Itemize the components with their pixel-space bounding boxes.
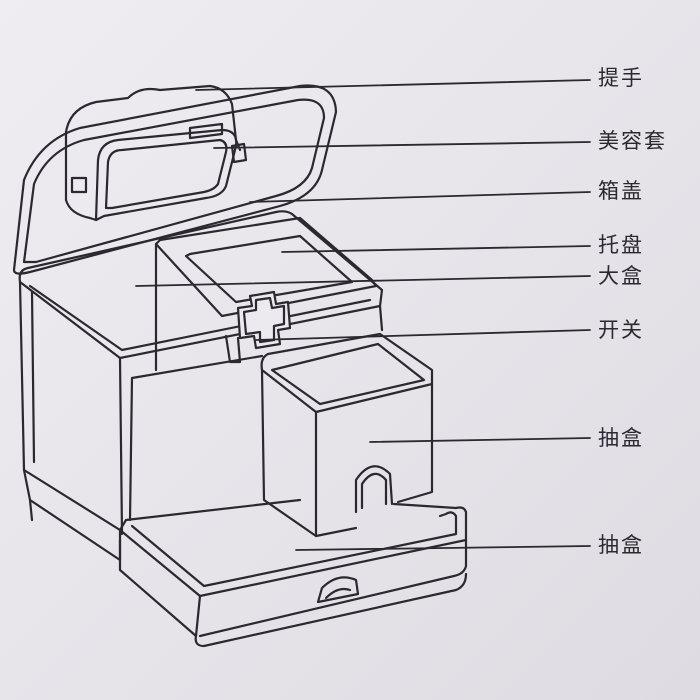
label-beauty-set: 美容套 — [598, 129, 667, 153]
handle-drawing — [64, 84, 248, 222]
leader-handle — [195, 79, 591, 91]
label-box-lid: 箱盖 — [598, 179, 644, 203]
leader-beauty-set — [213, 141, 591, 149]
label-big-box: 大盒 — [598, 264, 644, 288]
leader-tray — [281, 245, 591, 253]
leader-switch — [255, 329, 591, 341]
leader-big-box — [135, 275, 591, 287]
switch-drawing — [224, 290, 292, 364]
label-drawer-lower: 抽盒 — [598, 533, 644, 557]
label-drawer-upper: 抽盒 — [598, 426, 644, 450]
drawer-lower-drawing — [118, 502, 468, 648]
drawer-upper-drawing — [260, 332, 434, 538]
label-handle: 提手 — [598, 66, 644, 90]
leader-box-lid — [249, 191, 591, 203]
leader-drawer-lower — [295, 545, 591, 551]
box-lid-drawing — [12, 84, 338, 275]
label-switch: 开关 — [598, 318, 644, 342]
label-tray: 托盘 — [598, 233, 644, 257]
big-box-drawing — [18, 210, 384, 562]
leader-lines — [135, 79, 591, 551]
leader-drawer-upper — [369, 437, 591, 443]
